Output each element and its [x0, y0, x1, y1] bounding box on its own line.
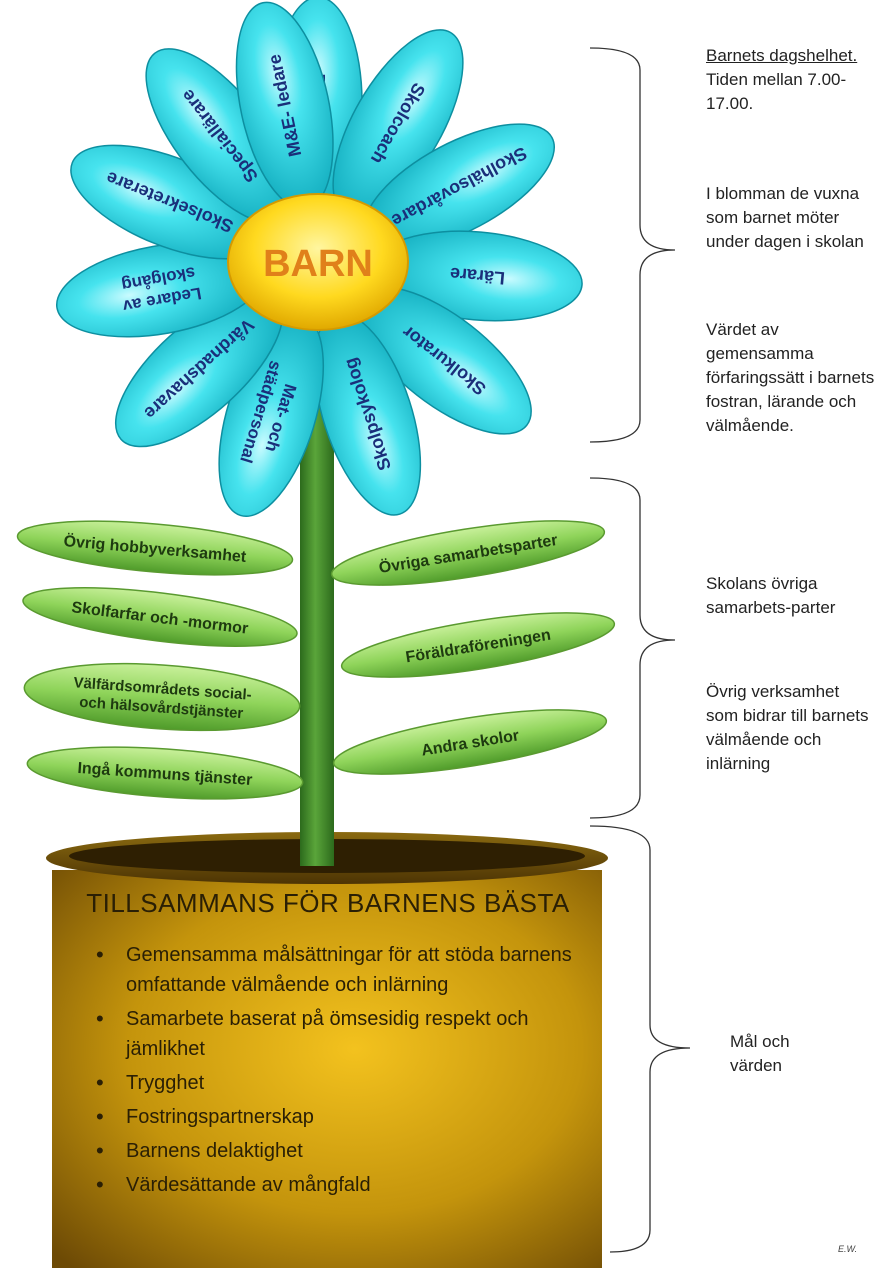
annotation-adults: I blomman de vuxna som barnet möter unde… — [706, 184, 864, 251]
leaf-right: Övriga samarbetsparter — [330, 520, 606, 586]
leaf-left: Ingå kommuns tjänster — [26, 746, 304, 800]
pot-list-item: Barnens delaktighet — [92, 1136, 592, 1166]
leaf-shape — [16, 520, 294, 576]
pot-list-item: Värdesättande av mångfald — [92, 1170, 592, 1200]
petal: M&E- ledare — [235, 1, 334, 210]
petal: Skolkurator — [356, 286, 532, 435]
annotation-day: Barnets dagshelhet. Tiden mellan 7.00-17… — [706, 44, 875, 116]
pot-list-item: Fostringspartnerskap — [92, 1102, 592, 1132]
bracket-flower — [589, 47, 676, 443]
leaf-shape — [26, 746, 304, 800]
leaf-shape — [22, 587, 298, 647]
flower-center: BARN — [227, 193, 409, 331]
flower-center-disc — [227, 193, 409, 331]
petal: Skolpsykolog — [313, 312, 422, 516]
author-credit: E.W. — [838, 1244, 858, 1254]
leaf-shape — [330, 520, 606, 586]
bracket-pot — [589, 825, 691, 1253]
petal-label: Lärare — [449, 264, 506, 289]
annotation-value: Värdet av gemensamma förfaringssätt i ba… — [706, 320, 875, 435]
annotation-day-rest: Tiden mellan 7.00-17.00. — [706, 70, 847, 113]
leaf-right: Andra skolor — [332, 709, 608, 775]
pot-title: TILLSAMMANS FÖR BARNENS BÄSTA — [86, 888, 570, 918]
annotation-partners: Skolans övriga samarbets-parter — [706, 574, 836, 617]
annotation-other-activity: Övrig verksamhet som bidrar till barnets… — [706, 682, 869, 773]
annotation-day-underlined: Barnets dagshelhet. — [706, 46, 858, 65]
leaf-shape — [23, 662, 301, 732]
leaf-right: Föräldraföreningen — [340, 612, 616, 678]
leaf-shape — [332, 709, 608, 775]
pot-list-item: Gemensamma målsättningar för att stöda b… — [92, 940, 592, 1000]
pot-list-item: Trygghet — [92, 1068, 592, 1098]
leaf-shape — [340, 612, 616, 678]
leaf-left: Skolfarfar och -mormor — [22, 587, 298, 647]
bracket-leaves — [589, 477, 676, 819]
annotation-goals: Mål och värden — [730, 1032, 790, 1075]
petals: RektorSkolcoachSkolhälsovårdareLärareSko… — [55, 0, 583, 517]
flower-center-label: BARN — [263, 243, 373, 285]
pot-list-item: Samarbete baserat på ömsesidig respekt o… — [92, 1004, 592, 1064]
pot-list: Gemensamma målsättningar för att stöda b… — [92, 940, 592, 1204]
annotation-brackets — [589, 47, 691, 1253]
leaf-left: Övrig hobbyverksamhet — [16, 520, 294, 576]
leaf-left: Välfärdsområdets social-och hälsovårdstj… — [23, 662, 301, 732]
